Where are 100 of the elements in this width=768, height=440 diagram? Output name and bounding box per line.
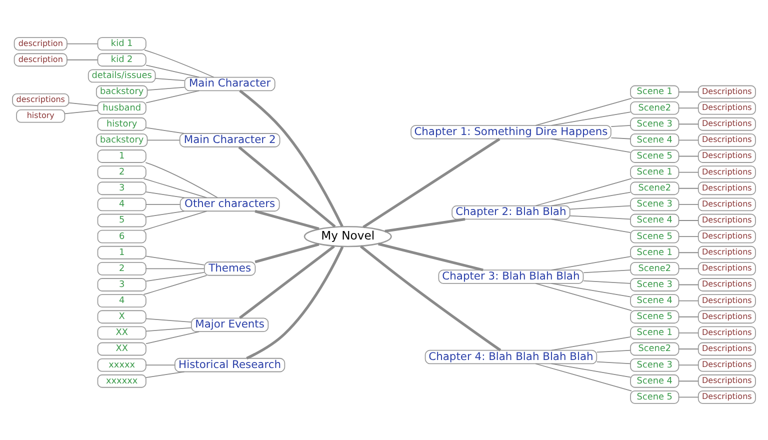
connector: [678, 348, 699, 349]
connector: [535, 178, 632, 206]
node-box: xxxxx: [97, 358, 146, 372]
node-box: Historical Research: [174, 357, 286, 372]
node-box: Scene 3: [630, 116, 680, 130]
connector: [145, 162, 218, 198]
node-box: Descriptions: [698, 278, 756, 291]
connector: [550, 362, 631, 378]
node-box: Scene 1: [630, 165, 680, 178]
node-box: XX: [97, 326, 146, 340]
connector: [143, 178, 208, 198]
connector: [143, 274, 208, 294]
connector: [535, 282, 632, 311]
node-box: history: [16, 108, 66, 122]
connector: [678, 284, 699, 285]
connector: [378, 242, 484, 271]
connector: [238, 146, 336, 228]
connector: [550, 191, 631, 206]
connector: [68, 102, 98, 106]
connector: [610, 136, 631, 139]
node-box: history: [97, 116, 146, 130]
connector: [678, 332, 699, 333]
node-box: Main Character: [184, 76, 276, 91]
connector: [146, 90, 200, 103]
node-box: 6: [97, 229, 146, 243]
node-box: Main Character 2: [179, 132, 280, 147]
node-box: Descriptions: [698, 213, 756, 227]
connector: [570, 204, 631, 210]
node-box: Descriptions: [698, 149, 756, 162]
node-box: Scene 4: [630, 294, 680, 307]
node-box: Descriptions: [698, 165, 756, 178]
connector: [583, 280, 631, 284]
node-box: backstory: [96, 84, 148, 98]
connector: [146, 86, 185, 90]
connector: [678, 380, 699, 382]
connector: [146, 326, 192, 332]
node-box: Scene 5: [630, 229, 680, 243]
connector: [678, 187, 699, 188]
connector: [678, 91, 699, 92]
connector: [66, 42, 98, 44]
node-box: Scene 5: [630, 149, 680, 162]
node-box: description: [14, 36, 68, 50]
connector: [678, 316, 699, 317]
node-box: details/issues: [88, 68, 156, 82]
connector: [550, 218, 631, 233]
node-box: 4: [97, 294, 146, 307]
node-box: Scene 5: [630, 310, 680, 324]
node-box: Descriptions: [698, 390, 756, 404]
connector: [254, 242, 320, 263]
connector: [146, 190, 185, 198]
node-box: Themes: [204, 261, 256, 276]
node-box: Other characters: [180, 196, 280, 212]
node-box: Descriptions: [698, 245, 756, 259]
connector: [384, 217, 466, 232]
node-box: Scene 1: [630, 326, 680, 340]
node-box: X: [97, 310, 146, 324]
connector: [678, 252, 699, 253]
connector: [146, 364, 176, 365]
connector: [678, 268, 699, 269]
connector: [678, 364, 699, 365]
connector: [583, 269, 631, 273]
connector: [550, 256, 631, 270]
node-box: 3: [97, 278, 146, 291]
connector: [678, 155, 699, 156]
connector: [146, 139, 180, 140]
node-box: Chapter 4: Blah Blah Blah Blah: [424, 349, 598, 364]
node-box: xxxxxx: [97, 374, 146, 388]
node-ellipse: My Novel: [304, 225, 392, 247]
node-box: Scene 4: [630, 213, 680, 227]
connector: [246, 246, 344, 360]
node-box: 1: [97, 149, 146, 162]
node-box: Scene 3: [630, 197, 680, 211]
node-box: Descriptions: [698, 181, 756, 195]
node-box: Major Events: [191, 317, 269, 332]
connector: [550, 282, 631, 297]
node-box: Scene 1: [630, 245, 680, 259]
node-box: Descriptions: [698, 262, 756, 275]
connector: [144, 49, 214, 78]
node-box: 5: [97, 213, 146, 227]
connector: [146, 330, 200, 344]
connector: [239, 89, 344, 226]
connector: [146, 268, 205, 269]
connector: [362, 137, 500, 228]
connector: [678, 107, 699, 108]
node-box: Chapter 1: Something Dire Happens: [410, 124, 612, 139]
node-box: Scene2: [630, 181, 680, 195]
connector: [570, 214, 631, 220]
connector: [146, 64, 200, 78]
node-box: 1: [97, 245, 146, 259]
connector: [596, 349, 631, 352]
node-box: Descriptions: [698, 133, 756, 146]
node-box: Scene2: [630, 342, 680, 356]
node-box: Scene 1: [630, 84, 680, 98]
node-box: Scene 4: [630, 133, 680, 146]
node-box: Descriptions: [698, 229, 756, 243]
connector: [596, 360, 631, 364]
node-box: Descriptions: [698, 84, 756, 98]
node-box: Scene 3: [630, 278, 680, 291]
node-box: Descriptions: [698, 342, 756, 356]
connector: [535, 362, 632, 391]
